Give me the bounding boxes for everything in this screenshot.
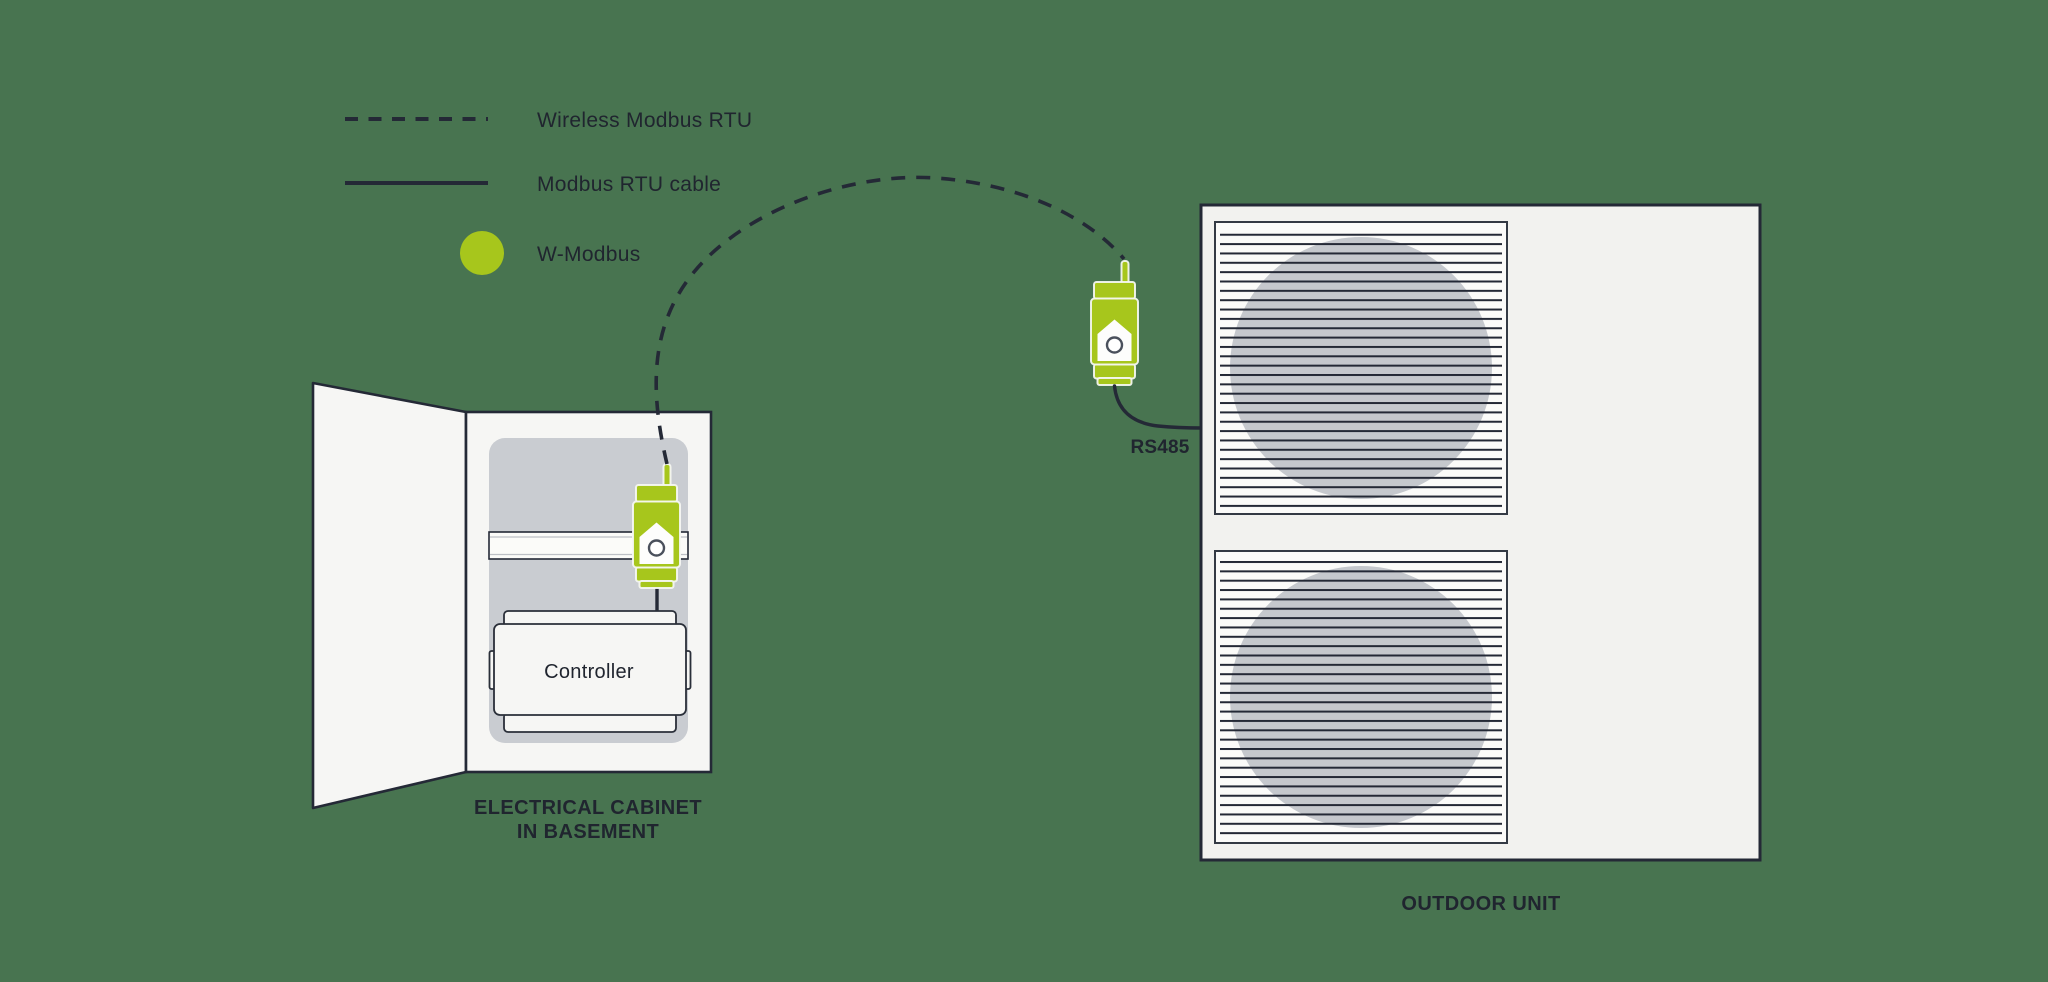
legend: Wireless Modbus RTU Modbus RTU cable W-M…: [345, 109, 752, 275]
grille-lines-top: [1220, 227, 1502, 509]
fan-grille-top: [1214, 221, 1508, 515]
rs485-cable: [1112, 384, 1204, 430]
legend-wmodbus-dot-icon: [460, 231, 504, 275]
outdoor-unit: [1199, 203, 1762, 862]
controller-main-box: [493, 623, 687, 716]
grille-lines-bottom: [1220, 556, 1502, 838]
wmodbus-device-outdoor-icon: [1089, 259, 1140, 387]
cabinet-door: [311, 381, 468, 810]
rs485-label: RS485: [1130, 437, 1189, 458]
legend-label-modbus-rtu-cable: Modbus RTU cable: [537, 173, 721, 196]
outdoor-unit-caption: OUTDOOR UNIT: [1401, 893, 1560, 915]
legend-label-w-modbus: W-Modbus: [537, 243, 641, 266]
controller: Controller: [488, 610, 692, 733]
fan-grille-bottom: [1214, 550, 1508, 844]
cabinet-caption-line2: IN BASEMENT: [517, 821, 659, 843]
legend-label-wireless-modbus-rtu: Wireless Modbus RTU: [537, 109, 752, 132]
electrical-cabinet: Controller: [311, 381, 713, 810]
cabinet-caption-line1: ELECTRICAL CABINET: [474, 797, 702, 819]
wireless-link-dashed-arc: [654, 175, 1126, 465]
controller-label: Controller: [544, 661, 634, 683]
